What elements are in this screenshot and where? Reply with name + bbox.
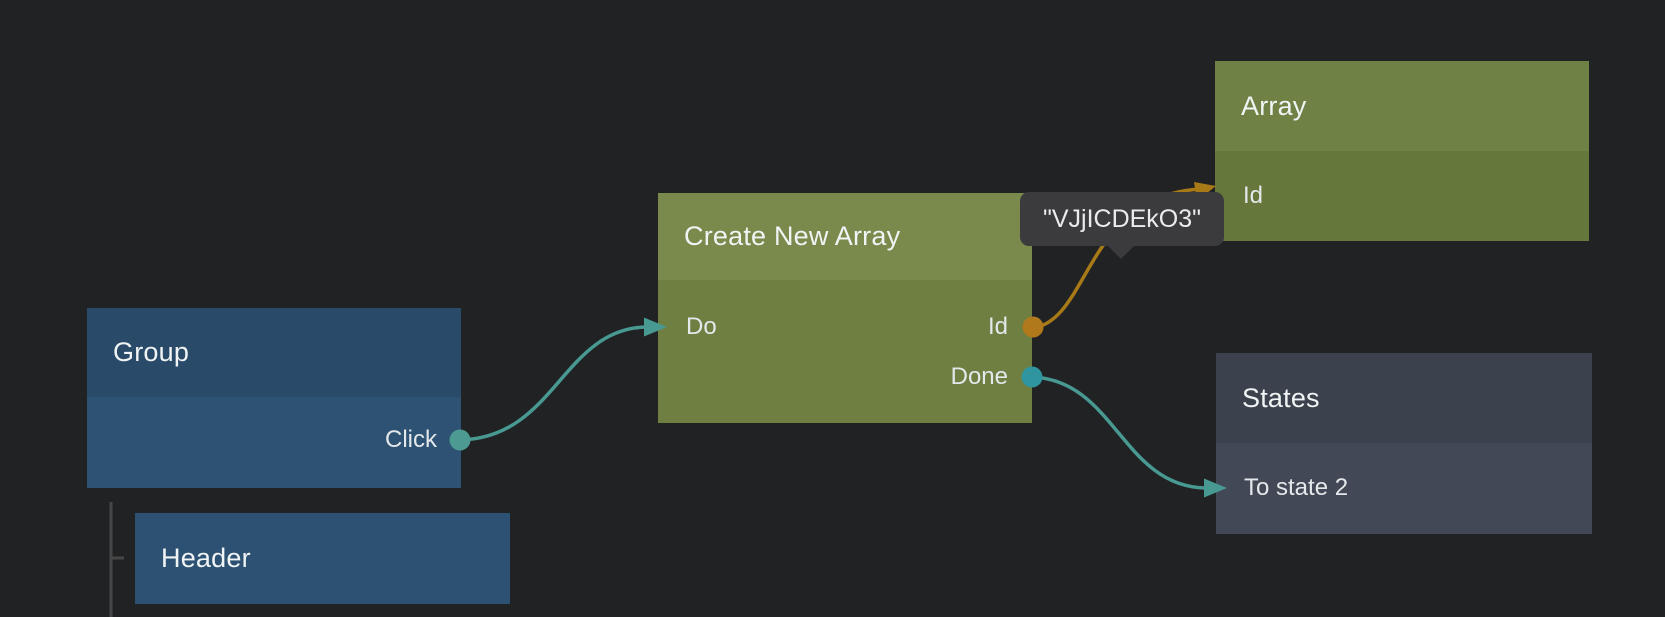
node-array[interactable]: Array Id [1215, 61, 1589, 241]
connection-done-to-state2[interactable] [1030, 375, 1207, 490]
node-states-header[interactable]: States [1216, 353, 1592, 443]
port-create-new-array-id[interactable]: Id [988, 313, 1008, 341]
port-group-click-label: Click [385, 426, 437, 453]
node-header-title: Header [161, 543, 251, 573]
connection-value-text: "VJjICDEkO3" [1042, 204, 1202, 233]
port-to-state-2-label: To state 2 [1244, 474, 1349, 501]
port-create-new-array-done[interactable]: Done [951, 363, 1008, 391]
node-create-new-array-title: Create New Array [684, 221, 901, 251]
port-group-click[interactable]: Click [385, 426, 437, 454]
tooltip-pointer [1108, 246, 1134, 259]
port-array-id[interactable]: Id [1243, 182, 1263, 210]
hierarchy-line [109, 502, 124, 617]
node-header-header[interactable]: Header [135, 513, 510, 604]
node-group-title: Group [113, 337, 190, 367]
node-states[interactable]: States To state 2 [1216, 353, 1592, 534]
node-group-header[interactable]: Group [87, 308, 461, 397]
port-id-label: Id [987, 313, 1008, 340]
port-states-to-state-2[interactable]: To state 2 [1244, 474, 1348, 502]
node-array-title: Array [1241, 90, 1307, 121]
connection-value-tooltip: "VJjICDEkO3" [1020, 192, 1224, 259]
connection-click-to-do[interactable] [458, 325, 647, 442]
port-done-label: Done [950, 363, 1008, 390]
node-states-title: States [1242, 382, 1320, 413]
node-array-header[interactable]: Array [1215, 61, 1589, 151]
node-create-new-array[interactable]: Create New Array Do Id Done [658, 193, 1032, 423]
node-create-new-array-header[interactable]: Create New Array [658, 193, 1032, 280]
node-group[interactable]: Group Click [87, 308, 461, 488]
port-create-new-array-do[interactable]: Do [686, 313, 717, 341]
node-header[interactable]: Header [135, 513, 510, 604]
port-array-id-label: Id [1243, 182, 1264, 209]
port-do-label: Do [686, 313, 717, 340]
